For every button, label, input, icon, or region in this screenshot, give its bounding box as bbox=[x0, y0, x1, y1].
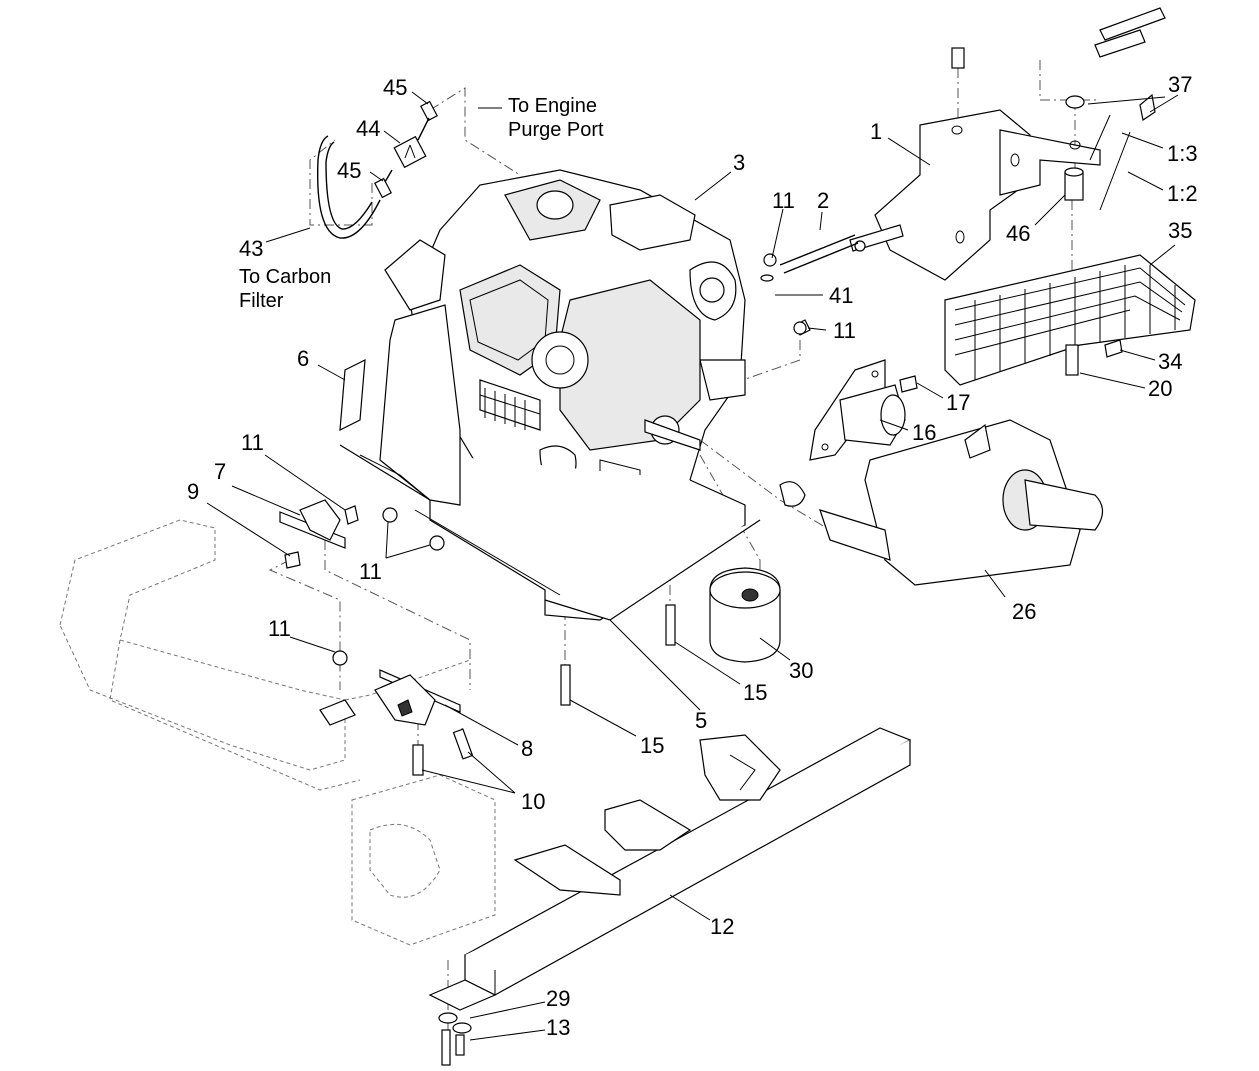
purge-port-note-line1: To Engine bbox=[508, 95, 597, 117]
callout-45-upper: 45 bbox=[383, 75, 408, 100]
fuel-filter-44 bbox=[374, 100, 438, 199]
carbon-filter-note: To Carbon Filter bbox=[239, 265, 331, 313]
callout-8: 8 bbox=[521, 736, 534, 761]
purge-port-note-line2: Purge Port bbox=[508, 119, 604, 141]
muffler-26 bbox=[779, 419, 1104, 586]
callout-17: 17 bbox=[946, 390, 971, 415]
phantom-frame bbox=[59, 519, 496, 946]
callout-44: 44 bbox=[356, 116, 381, 141]
callout-20: 20 bbox=[1148, 376, 1173, 401]
callout-11-fuel-line: 11 bbox=[772, 188, 795, 213]
callout-11-mount-lower: 11 bbox=[268, 616, 291, 641]
carbon-filter-note-line2: Filter bbox=[239, 290, 284, 312]
callout-11-engine-right: 11 bbox=[833, 318, 856, 343]
callout-45-lower: 45 bbox=[337, 158, 362, 183]
spacer-46 bbox=[1064, 167, 1084, 201]
callout-43: 43 bbox=[239, 236, 264, 261]
callout-11-mount-left: 11 bbox=[241, 430, 264, 455]
callout-35: 35 bbox=[1168, 218, 1193, 243]
callout-15-right: 15 bbox=[743, 680, 768, 705]
callout-29: 29 bbox=[546, 986, 571, 1011]
muffler-bracket-16 bbox=[809, 359, 918, 461]
purge-port-note: To Engine Purge Port bbox=[508, 94, 604, 142]
callout-1-3: 1:3 bbox=[1167, 141, 1198, 166]
callout-41: 41 bbox=[829, 283, 854, 308]
muffler-guard-35 bbox=[944, 254, 1196, 386]
callout-1-2: 1:2 bbox=[1167, 181, 1198, 206]
top-bolts bbox=[849, 7, 1166, 252]
callout-34: 34 bbox=[1158, 349, 1183, 374]
engine-mount-8 bbox=[319, 650, 461, 726]
carbon-filter-note-line1: To Carbon bbox=[239, 266, 332, 288]
callout-15-left: 15 bbox=[640, 733, 665, 758]
callout-30: 30 bbox=[789, 658, 814, 683]
callout-6: 6 bbox=[297, 346, 310, 371]
callout-2: 2 bbox=[817, 188, 830, 213]
callout-10: 10 bbox=[521, 789, 546, 814]
callout-3: 3 bbox=[733, 150, 746, 175]
callout-12: 12 bbox=[710, 914, 735, 939]
callout-9: 9 bbox=[187, 479, 200, 504]
callout-1: 1 bbox=[870, 119, 883, 144]
engine-mount-7 bbox=[279, 499, 359, 569]
nuts-11 bbox=[382, 321, 807, 551]
bracket-1 bbox=[874, 109, 1101, 281]
frame-rail-12 bbox=[428, 727, 912, 1066]
callout-37: 37 bbox=[1168, 72, 1193, 97]
callout-16: 16 bbox=[912, 420, 937, 445]
leader-lines bbox=[206, 91, 1179, 1041]
oil-filter-30 bbox=[709, 567, 781, 663]
callout-46: 46 bbox=[1006, 221, 1031, 246]
callout-7: 7 bbox=[214, 459, 227, 484]
callout-26: 26 bbox=[1012, 599, 1037, 624]
callout-5: 5 bbox=[695, 708, 708, 733]
hose-43 bbox=[316, 135, 381, 239]
callout-13: 13 bbox=[546, 1015, 571, 1040]
callout-11-plate: 11 bbox=[359, 559, 382, 584]
bolts-10-15 bbox=[339, 358, 676, 776]
engine-plate-5 bbox=[339, 304, 761, 621]
